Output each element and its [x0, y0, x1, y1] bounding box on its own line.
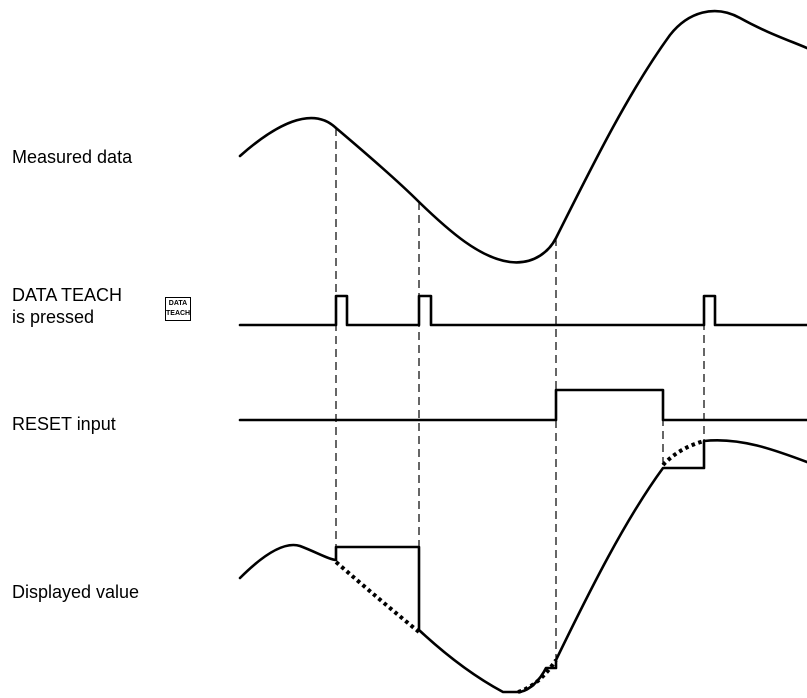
- data-teach-key-icon: DATA TEACH: [165, 297, 191, 321]
- data-teach-signal: [238, 294, 807, 327]
- label-data-teach-line2: is pressed: [12, 307, 95, 327]
- label-data-teach: DATA TEACH is pressed: [12, 284, 122, 328]
- reset-input-signal: [238, 388, 807, 422]
- label-reset-input: RESET input: [12, 414, 116, 434]
- data-teach-key-line2: TEACH: [166, 310, 191, 317]
- label-displayed-value: Displayed value: [12, 582, 140, 602]
- displayed-value-hidden-trace-2: [517, 658, 558, 694]
- guide-lines: [335, 128, 705, 662]
- label-data-teach-line1: DATA TEACH: [12, 285, 123, 305]
- data-teach-key-line1: DATA: [168, 300, 188, 307]
- displayed-value-hidden-trace-1: [334, 560, 421, 634]
- measured-data-curve: [238, 9, 807, 264]
- displayed-value-hidden-trace-3: [661, 439, 705, 467]
- displayed-value-curve: [238, 439, 807, 694]
- label-measured-data: Measured data: [12, 147, 133, 167]
